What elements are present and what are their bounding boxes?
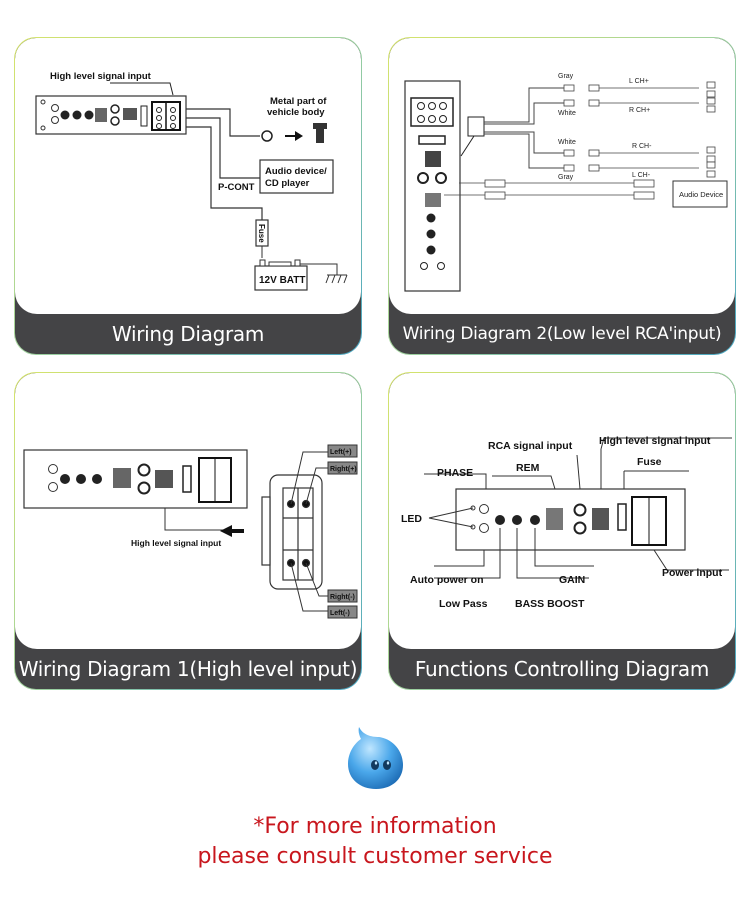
label-lch-plus: L CH+: [629, 78, 649, 85]
label-gray-1: Gray: [558, 73, 574, 80]
wire-labels: [327, 444, 358, 619]
label-power-input: Power input: [662, 567, 723, 579]
label-fuse: Fuse: [257, 224, 266, 243]
label-vehicle-body: vehicle body: [267, 107, 325, 118]
water-drop-mascot-icon: [348, 727, 403, 789]
card-caption: Functions Controlling Diagram: [414, 657, 710, 681]
label-rem: REM: [516, 462, 540, 474]
amplifier-panel: [23, 449, 248, 509]
wiring-diagram-1-figure: High level signal input Left(+): [23, 444, 358, 619]
ground-symbol-icon: [325, 274, 348, 284]
diagram-area: Gray White White Gray L CH+ R CH+ R CH- …: [389, 38, 735, 314]
battery-box: [254, 265, 308, 291]
label-led: LED: [401, 513, 422, 525]
label-gain: GAIN: [559, 574, 585, 586]
card-caption: Wiring Diagram 1(High level input): [18, 657, 358, 681]
ground-ring-terminal-icon: [261, 130, 273, 142]
card-functions-controlling-diagram: RCA signal input High level signal input…: [388, 372, 736, 690]
label-rca-signal-input: RCA signal input: [488, 440, 573, 452]
bolt-icon: [313, 123, 327, 143]
amplifier-panel: [35, 95, 187, 135]
label-12v-batt: 12V BATT: [259, 275, 306, 286]
label-rch-minus: R CH-: [632, 143, 652, 150]
high-level-connector: [467, 116, 485, 137]
label-p-cont: P-CONT: [218, 182, 255, 193]
arrow-right-icon: [285, 131, 303, 141]
rca-cables: [444, 81, 716, 200]
label-left-plus: Left(+): [330, 449, 352, 456]
label-low-pass: Low Pass: [439, 598, 488, 610]
label-rch-plus: R CH+: [629, 107, 650, 114]
arrow-left-icon: [220, 525, 244, 537]
card-wiring-diagram: High level signal input: [14, 37, 362, 355]
label-white-2: White: [558, 139, 576, 146]
card-caption: Wiring Diagram 2(Low level RCA'input): [402, 324, 722, 344]
label-high-level-signal-input: High level signal input: [599, 435, 711, 447]
label-auto-power-on: Auto power on: [410, 574, 484, 586]
label-high-level-signal-input: High level signal input: [131, 538, 221, 548]
label-fuse: Fuse: [637, 456, 662, 468]
footer-note: *For more information please consult cus…: [0, 812, 750, 872]
amplifier-panel: [455, 488, 686, 551]
footer-line-2: please consult customer service: [197, 844, 553, 869]
label-audio-device: Audio device/: [265, 166, 327, 177]
wiring-diagram-figure: High level signal input: [35, 71, 348, 291]
label-right-plus: Right(+): [330, 466, 357, 473]
diagram-area: High level signal input Left(+): [15, 373, 361, 649]
label-high-level-signal-input: High level signal input: [50, 71, 152, 82]
label-cd-player: CD player: [265, 178, 310, 189]
audio-device-box: [259, 159, 334, 194]
card-wiring-diagram-1: High level signal input Left(+): [14, 372, 362, 690]
label-metal-part: Metal part of: [270, 96, 327, 107]
card-wiring-diagram-2: Gray White White Gray L CH+ R CH+ R CH- …: [388, 37, 736, 355]
diagram-area: RCA signal input High level signal input…: [389, 373, 735, 649]
footer-line-1: *For more information: [253, 814, 497, 839]
wiring-diagram-2-figure: Gray White White Gray L CH+ R CH+ R CH- …: [404, 73, 728, 292]
amplifier-panel-vertical: [404, 80, 461, 292]
label-bass-boost: BASS BOOST: [515, 598, 585, 610]
audio-device-box: [672, 180, 728, 208]
functions-diagram-figure: RCA signal input High level signal input…: [401, 435, 732, 610]
card-caption: Wiring Diagram: [111, 322, 265, 346]
high-level-connector: [261, 474, 323, 590]
label-right-minus: Right(-): [330, 594, 355, 601]
label-white-1: White: [558, 110, 576, 117]
diagram-area: High level signal input: [15, 38, 361, 314]
label-gray-2: Gray: [558, 174, 574, 181]
label-left-minus: Left(-): [330, 610, 350, 617]
label-audio-device: Audio Device: [679, 190, 723, 199]
label-lch-minus: L CH-: [632, 172, 651, 179]
label-phase: PHASE: [437, 467, 473, 479]
